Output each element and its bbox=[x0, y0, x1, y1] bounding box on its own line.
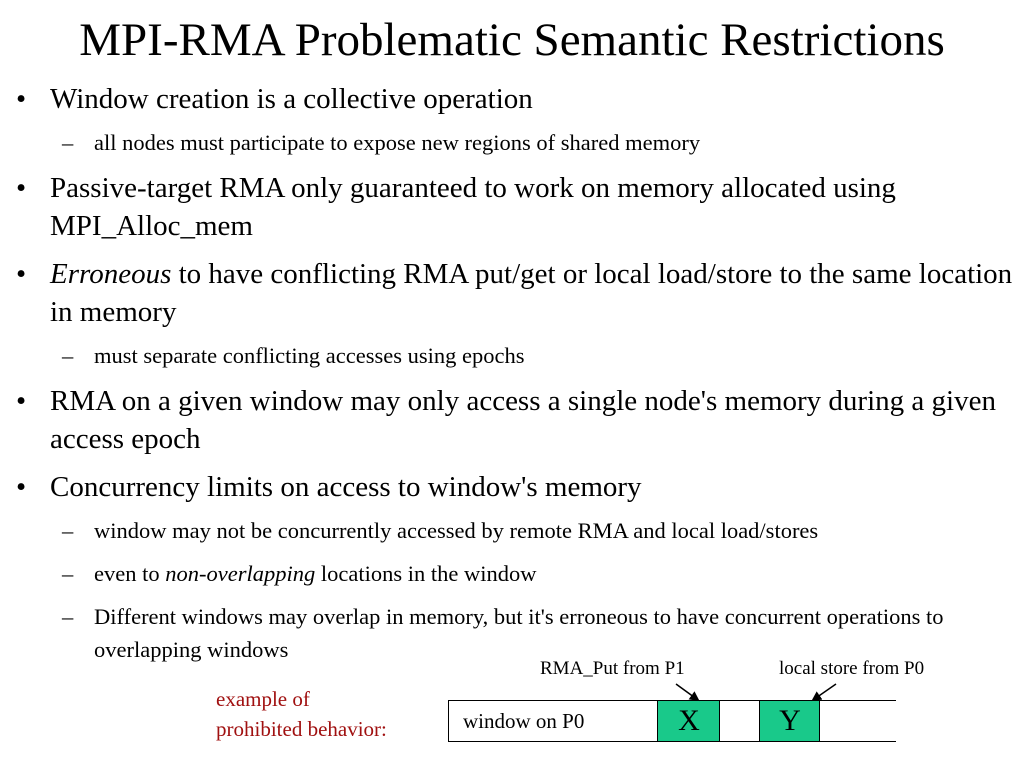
example-label: example of prohibited behavior: bbox=[216, 684, 387, 744]
sub-bullet-text: locations in the window bbox=[315, 561, 537, 586]
cell-y: Y bbox=[759, 699, 821, 742]
bullet-text: Window creation is a collective operatio… bbox=[50, 83, 533, 115]
sub-bullet-text: even to bbox=[94, 561, 166, 586]
cell-empty-2 bbox=[819, 699, 896, 742]
sub-bullet-mark: – bbox=[62, 604, 74, 629]
bullet-text: Concurrency limits on access to window's… bbox=[50, 471, 642, 503]
bullet-passive-target: • Passive-target RMA only guaranteed to … bbox=[16, 169, 1016, 245]
local-store-label: local store from P0 bbox=[779, 658, 925, 679]
example-line-1: example of bbox=[216, 687, 310, 711]
bullet-emphasis: Erroneous bbox=[50, 258, 172, 290]
put-arrow bbox=[675, 683, 700, 702]
bullet-list: • Window creation is a collective operat… bbox=[16, 80, 1016, 666]
bullet-text: to have conflicting RMA put/get or local… bbox=[50, 258, 1013, 328]
bullet-mark: • bbox=[16, 471, 27, 503]
bullet-single-node: • RMA on a given window may only access … bbox=[16, 382, 1016, 458]
example-line-2: prohibited behavior: bbox=[216, 717, 387, 741]
window-memory-box: window on P0 X Y bbox=[448, 699, 896, 742]
bullet-mark: • bbox=[16, 172, 27, 204]
sub-bullet-mark: – bbox=[62, 561, 74, 586]
slide-title: MPI-RMA Problematic Semantic Restriction… bbox=[79, 14, 945, 66]
sub-bullet-mark: – bbox=[62, 518, 74, 543]
sub-bullet-text: all nodes must participate to expose new… bbox=[94, 130, 701, 155]
bullet-erroneous: • Erroneous to have conflicting RMA put/… bbox=[16, 255, 1016, 331]
store-arrow bbox=[811, 683, 837, 702]
bullet-mark: • bbox=[16, 258, 27, 290]
rma-put-label: RMA_Put from P1 bbox=[540, 658, 685, 679]
bullet-concurrency: • Concurrency limits on access to window… bbox=[16, 468, 1016, 506]
bullet-window-creation: • Window creation is a collective operat… bbox=[16, 80, 1016, 118]
sub-bullet-non-overlapping: – even to non-overlapping locations in t… bbox=[16, 557, 1016, 590]
sub-bullet-text: must separate conflicting accesses using… bbox=[94, 343, 525, 368]
sub-bullet-emphasis: non-overlapping bbox=[165, 561, 316, 586]
sub-bullet-text: Different windows may overlap in memory,… bbox=[94, 604, 944, 662]
cell-empty-1 bbox=[719, 699, 761, 742]
sub-bullet-remote-local: – window may not be concurrently accesse… bbox=[16, 514, 1016, 547]
bullet-mark: • bbox=[16, 385, 27, 417]
cell-x: X bbox=[657, 699, 721, 742]
bullet-mark: • bbox=[16, 83, 27, 115]
sub-bullet-mark: – bbox=[62, 130, 74, 155]
bullet-text: RMA on a given window may only access a … bbox=[50, 385, 996, 455]
sub-bullet-overlapping-windows: – Different windows may overlap in memor… bbox=[16, 600, 1014, 666]
sub-bullet-epochs: – must separate conflicting accesses usi… bbox=[16, 339, 1016, 372]
sub-bullet-all-nodes: – all nodes must participate to expose n… bbox=[16, 126, 1016, 159]
window-label: window on P0 bbox=[463, 709, 585, 733]
sub-bullet-mark: – bbox=[62, 343, 74, 368]
bullet-text: Passive-target RMA only guaranteed to wo… bbox=[50, 172, 896, 242]
sub-bullet-text: window may not be concurrently accessed … bbox=[94, 518, 819, 543]
